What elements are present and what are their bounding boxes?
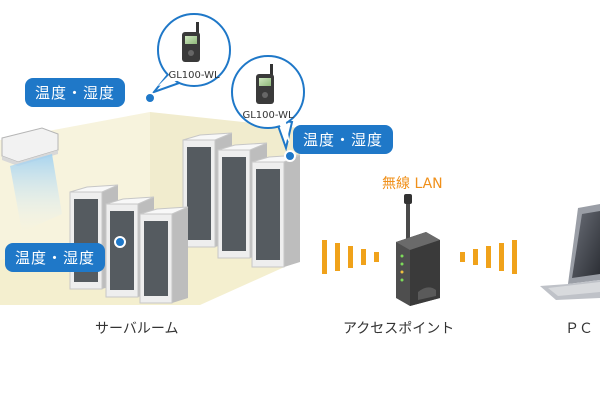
temp-humidity-callout-3: 温度・湿度 xyxy=(5,243,106,272)
laptop-pc-icon xyxy=(540,204,600,300)
wireless-signal-left-icon xyxy=(322,240,379,274)
server-racks xyxy=(69,132,301,304)
device-label-1: GL100-WL xyxy=(168,70,219,81)
pc-caption: ＰＣ xyxy=(565,321,593,337)
temp-humidity-callout-1: 温度・湿度 xyxy=(25,78,126,107)
data-logger-icon xyxy=(256,64,274,104)
server-room-caption: サーバルーム xyxy=(95,321,179,337)
logger-bubble-1: GL100-WL xyxy=(144,13,231,104)
server-rack xyxy=(251,154,301,268)
air-conditioner-icon xyxy=(1,127,62,232)
wireless-lan-label: 無線 LAN xyxy=(382,176,443,192)
access-point-caption: アクセスポイント xyxy=(343,321,455,337)
sensor-point-marker xyxy=(284,150,296,162)
wireless-signal-right-icon xyxy=(460,240,517,274)
access-point-icon xyxy=(396,194,440,306)
sensor-point-marker xyxy=(114,236,126,248)
device-label-2: GL100-WL xyxy=(242,110,293,121)
temp-humidity-callout-2: 温度・湿度 xyxy=(293,125,394,154)
logger-bubble-2: GL100-WL xyxy=(231,55,305,162)
data-logger-icon xyxy=(182,22,200,62)
sensor-point-marker xyxy=(144,92,156,104)
server-rack xyxy=(139,206,189,304)
